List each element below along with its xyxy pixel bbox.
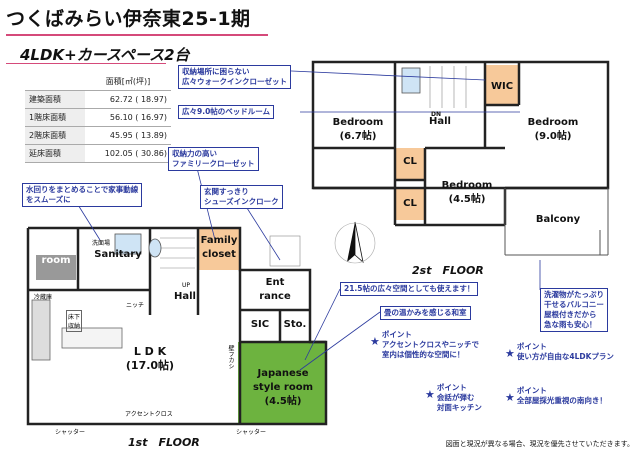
callout-family-closet: 収納力の高い ファミリークローゼット — [168, 147, 259, 171]
table-row: 面積[㎡(坪)] — [25, 73, 171, 91]
callout-balcony: 洗濯物がたっぷり 干せるバルコニー 屋根付きだから 急な雨も安心！ — [540, 288, 608, 332]
star-icon: ★ — [370, 335, 380, 348]
cl1-label: CL — [403, 156, 417, 167]
family-closet-label: Family closet — [200, 235, 238, 260]
sanitary-label: Sanitary — [94, 249, 142, 260]
point-2: ★ポイント 使い方が自由な4LDKプラン — [505, 342, 614, 361]
page-title: つくばみらい伊奈東25-1期 — [6, 8, 251, 30]
bedroom-4-5: Bedroom(4.5帖) — [441, 180, 493, 205]
accent-cloth-label: アクセントクロス — [125, 411, 173, 418]
star-icon: ★ — [505, 391, 515, 404]
bedroom-9-0: Bedroom(9.0帖) — [527, 117, 579, 142]
hall-2f-label: Hall — [429, 116, 451, 127]
cl2-fill — [395, 188, 425, 220]
second-floor-outline — [311, 60, 610, 190]
point-3: ★ポイント 会話が弾む 対面キッチン — [425, 383, 482, 412]
hall-1f-label: Hall — [174, 291, 196, 302]
floor-label-1f: 1st FLOOR — [128, 436, 200, 449]
ldk-label: L D K(17.0帖) — [125, 345, 175, 372]
family-closet-fill — [198, 228, 240, 270]
japanese-room-label: Japanese style room(4.5帖) — [252, 368, 314, 407]
cl2-label: CL — [403, 198, 417, 209]
point-1: ★ポイント アクセントクロスやニッチで 室内は個性的な空間に！ — [370, 330, 479, 359]
callout-shoes-closet: 玄関すっきり シューズインクローク — [200, 185, 283, 209]
storage-sto-label: Sto. — [283, 319, 307, 330]
wic-fill — [485, 65, 519, 105]
balcony-label: Balcony — [535, 214, 581, 225]
underfloor-storage-label: 床下 収納 — [66, 310, 83, 332]
bedroom-6-7: Bedroom(6.7帖) — [332, 117, 384, 142]
callout-water-area: 水回りをまとめることで家事動線 をスムーズに — [22, 183, 143, 207]
japanese-room-fill — [238, 342, 326, 424]
floor-label-2f: 2st FLOOR — [412, 264, 484, 277]
entrance-label: Ent rance — [259, 277, 291, 302]
star-icon: ★ — [425, 388, 435, 401]
cl1-fill — [395, 148, 425, 180]
subtitle-underline — [6, 63, 166, 64]
star-icon: ★ — [505, 347, 515, 360]
footnote: 図面と現況が異なる場合、現況を優先させていただきます。 — [445, 440, 634, 448]
up-label: UP — [182, 282, 191, 289]
sic-label: SIC — [250, 319, 270, 330]
point-4: ★ポイント 全部屋採光重視の南向き！ — [505, 386, 607, 405]
plan-subtitle: 4LDK+カースペース2台 — [20, 46, 190, 64]
dn-label: DN — [431, 111, 442, 118]
area-header: 面積[㎡(坪)] — [85, 73, 171, 91]
title-underline — [6, 34, 268, 36]
bathroom-label: Bath room — [41, 241, 71, 266]
wall-label: 壁フカシ — [227, 345, 234, 369]
wic-label: WIC — [490, 81, 514, 92]
callout-ldk-space: 21.5帖の広々空間としても使えます！ — [340, 282, 479, 296]
washroom-label: 洗面場 — [92, 240, 111, 247]
fridge-label: 冷蔵庫 — [34, 294, 53, 301]
shutter-1-label: シャッター — [55, 429, 86, 436]
callout-walkin-closet: 収納場所に困らない 広々ウォークインクローゼット — [178, 65, 291, 89]
niche-label: ニッチ — [126, 302, 145, 309]
callout-bedroom-9: 広々9.0帖のベッドルーム — [178, 105, 275, 119]
callout-tatami: 畳の温かみを感じる和室 — [380, 306, 471, 320]
shutter-2-label: シャッター — [236, 429, 267, 436]
